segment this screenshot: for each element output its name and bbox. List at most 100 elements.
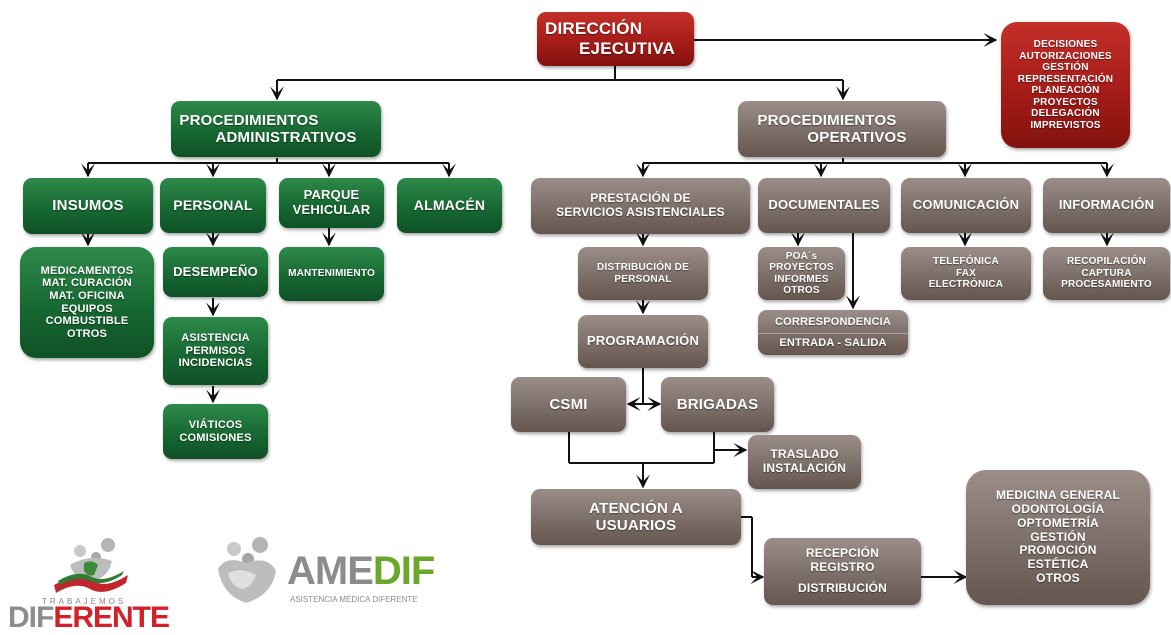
atencion-line1: ATENCIÓN A [589,499,683,517]
insumos-item: MAT. OFICINA [49,289,125,302]
csmi-box: CSMI [511,377,626,432]
mantenimiento-box: MANTENIMIENTO [279,247,384,301]
proc-oper-line1: PROCEDIMIENTOS [757,111,897,129]
viaticos-box: VIÁTICOS COMISIONES [163,404,268,459]
insumos-item: EQUIPOS [61,302,113,315]
proc-admin-line2: ADMINISTRATIVOS [215,129,357,146]
prestacion-box: PRESTACIÓN DE SERVICIOS ASISTENCIALES [531,178,750,234]
asistencia-item: INCIDENCIAS [178,357,253,370]
distribucion-personal-box: DISTRIBUCIÓN DE PERSONAL [578,247,708,300]
brigadas-label: BRIGADAS [676,395,759,413]
poa-item: PROYECTOS [769,262,834,273]
trabajemos-text: TRABAJEMOS [42,597,127,606]
amedif-text: AMEDIF [287,549,435,594]
informacion-item: RECOPILACIÓN [1066,256,1147,268]
asistencia-item: PERMISOS [185,344,246,357]
distribucion-line1: DISTRIBUCIÓN DE [597,262,689,273]
almacen-label: ALMACÉN [413,197,486,214]
insumos-item: COMBUSTIBLE [45,315,129,328]
decisiones-item: AUTORIZACIONES [1019,50,1112,62]
decisiones-box: DECISIONES AUTORIZACIONES GESTIÓN REPRES… [1001,22,1130,148]
decisiones-item: DELEGACIÓN [1031,108,1100,119]
insumos-item: OTROS [66,327,108,340]
prestacion-line2: SERVICIOS ASISTENCIALES [556,205,725,219]
correspondencia-divider [758,332,908,334]
informacion-items-box: RECOPILACIÓN CAPTURA PROCESAMIENTO [1043,247,1170,300]
recepcion-line2: REGISTRO [810,559,875,574]
direccion-ejecutiva-box: DIRECCIÓN EJECUTIVA [537,12,694,66]
servicio-item: OPTOMETRÍA [1017,515,1099,530]
comunicacion-items-box: TELEFÓNICA FAX ELECTRÓNICA [901,247,1031,300]
amedif-subtitle: ASISTENCIA MÉDICA DIFERENTE [290,595,418,604]
proc-admin-line1: PROCEDIMIENTOS [179,111,319,129]
servicio-item: OTROS [1036,570,1080,585]
servicio-item: ODONTOLOGÍA [1011,502,1105,516]
informacion-box: INFORMACIÓN [1043,178,1170,233]
servicio-item: PROMOCIÓN [1019,543,1097,558]
viaticos-item: VIÁTICOS [188,418,243,431]
prestacion-line1: PRESTACIÓN DE [590,191,691,206]
informacion-item: CAPTURA [1081,267,1132,279]
correspondencia-box: CORRESPONDENCIA ENTRADA - SALIDA [758,310,908,355]
servicio-item: GESTIÓN [1030,529,1086,544]
informacion-item: PROCESAMIENTO [1061,279,1152,291]
personal-box: PERSONAL [160,178,266,233]
decisiones-item: IMPREVISTOS [1030,119,1101,131]
parque-vehicular-box: PARQUE VEHICULAR [279,178,384,228]
parque-line1: PARQUE [303,187,360,203]
poa-box: POA´s PROYECTOS INFORMES OTROS [758,247,845,300]
decisiones-item: REPRESENTACIÓN [1017,73,1114,85]
traslado-line2: INSTALACIÓN [762,461,847,475]
personal-label: PERSONAL [173,197,253,214]
desempeno-box: DESEMPEÑO [163,247,268,297]
proc-admin-box: PROCEDIMIENTOS ADMINISTRATIVOS [171,101,381,157]
poa-item: INFORMES [774,273,829,285]
servicio-item: MEDICINA GENERAL [995,488,1121,503]
csmi-label: CSMI [549,395,588,413]
distribucion-line2: PERSONAL [614,273,672,285]
traslado-box: TRASLADO INSTALACIÓN [748,435,861,489]
amedif-ame: AME [287,549,374,593]
parque-line2: VEHICULAR [292,202,371,217]
direccion-line2: EJECUTIVA [579,39,675,58]
servicio-item: ESTÉTICA [1027,557,1089,572]
amedif-dif: DIF [372,549,435,593]
dif-logo: TRABAJEMOS DIFERENTE [8,535,173,635]
servicios-box: MEDICINA GENERAL ODONTOLOGÍA OPTOMETRÍA … [966,470,1150,605]
informacion-label: INFORMACIÓN [1058,197,1155,213]
insumos-items-box: MEDICAMENTOS MAT. CURACIÓN MAT. OFICINA … [20,247,154,358]
comunicacion-item: TELEFÓNICA [933,256,999,268]
decisiones-item: PLANEACIÓN [1031,85,1100,96]
atencion-line2: USUARIOS [595,517,677,534]
recepcion-box: RECEPCIÓN REGISTRO DISTRIBUCIÓN [764,538,921,605]
insumos-item: MAT. CURACIÓN [42,277,132,290]
almacen-box: ALMACÉN [397,178,502,233]
insumos-box: INSUMOS [23,178,153,234]
programacion-box: PROGRAMACIÓN [578,315,708,368]
brigadas-box: BRIGADAS [661,377,774,432]
proc-oper-line2: OPERATIVOS [807,129,907,146]
poa-item: OTROS [783,285,820,296]
decisiones-item: GESTIÓN [1042,62,1089,73]
amedif-logo: AMEDIF ASISTENCIA MÉDICA DIFERENTE [212,535,452,610]
insumos-item: MEDICAMENTOS [40,264,134,277]
comunicacion-label: COMUNICACIÓN [912,197,1020,213]
atencion-usuarios-box: ATENCIÓN A USUARIOS [531,489,741,545]
diferente-text: DIFERENTE [8,601,170,635]
comunicacion-item: ELECTRÓNICA [928,279,1004,291]
viaticos-item: COMISIONES [179,431,252,444]
recepcion-line1: RECEPCIÓN [805,545,880,560]
insumos-label: INSUMOS [52,197,124,215]
correspondencia-label: CORRESPONDENCIA [774,316,892,328]
comunicacion-box: COMUNICACIÓN [901,178,1031,233]
asistencia-box: ASISTENCIA PERMISOS INCIDENCIAS [163,317,268,385]
desempeno-label: DESEMPEÑO [173,263,258,279]
comunicacion-item: FAX [955,267,977,279]
mantenimiento-label: MANTENIMIENTO [288,268,375,280]
proc-oper-box: PROCEDIMIENTOS OPERATIVOS [738,101,946,157]
recepcion-line3: DISTRIBUCIÓN [797,581,888,596]
poa-item: POA´s [785,250,818,262]
diferente-erente: ERENTE [53,601,170,634]
diferente-dif: DIF [8,601,54,634]
